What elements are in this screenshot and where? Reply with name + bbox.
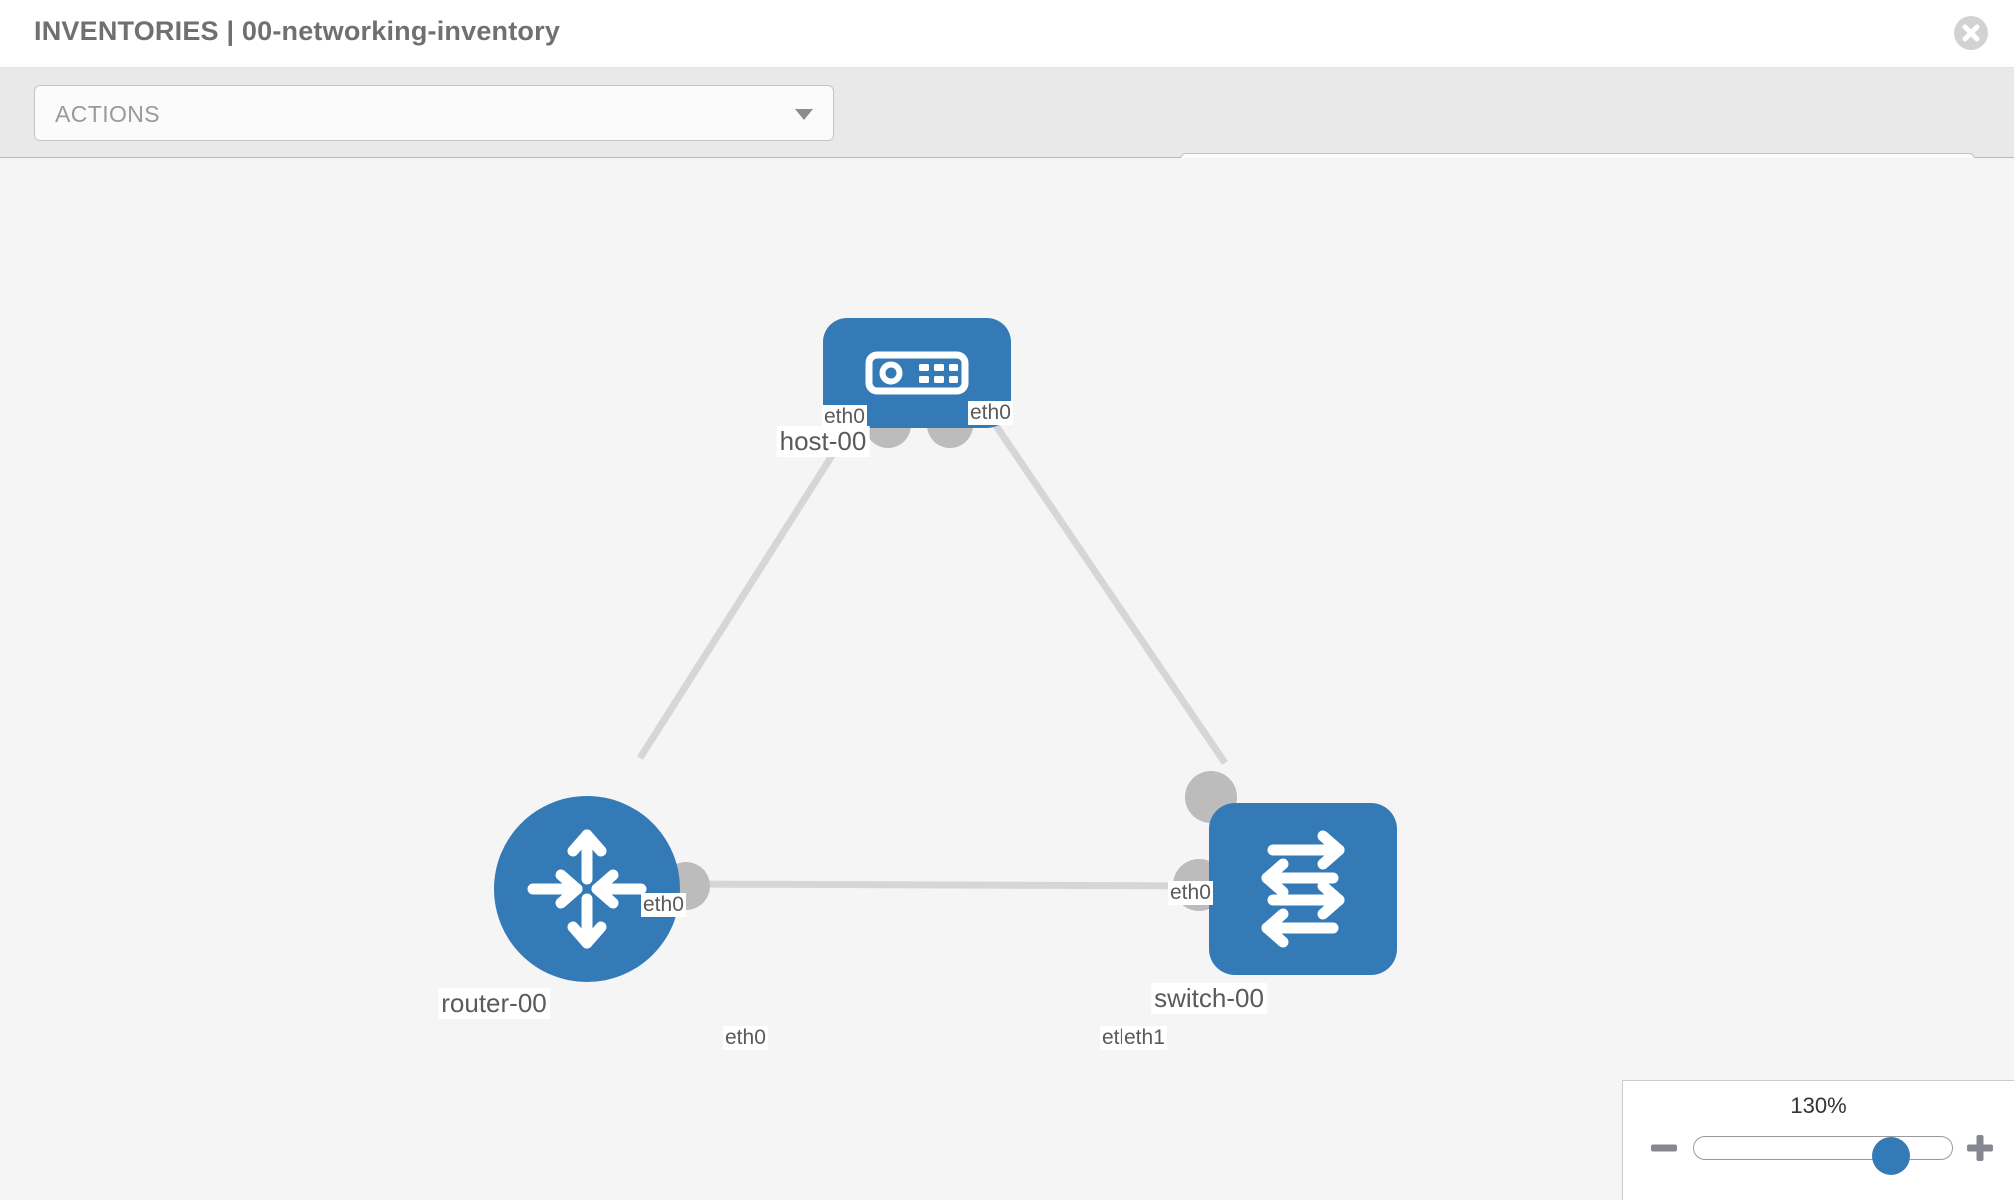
edge-label-router-up: eth0	[641, 893, 686, 917]
edge-label-router-right: eth0	[723, 1026, 768, 1050]
close-icon[interactable]	[1954, 16, 1988, 50]
topology-links	[637, 378, 1228, 890]
toolbar: ACTIONS SEARCH	[0, 68, 2014, 209]
edge-label-switch-up: eth0	[1168, 881, 1213, 905]
switch-icon	[1209, 803, 1397, 975]
actions-dropdown[interactable]: ACTIONS	[34, 85, 834, 141]
zoom-slider-handle[interactable]	[1872, 1137, 1910, 1175]
actions-dropdown-label: ACTIONS	[55, 101, 161, 127]
chevron-down-icon	[795, 109, 813, 120]
zoom-control-panel: 130%	[1622, 1080, 2014, 1200]
edge-label-host-left: eth0	[822, 405, 867, 429]
plus-icon[interactable]	[1963, 1131, 1997, 1165]
node-label-router-00: router-00	[438, 988, 550, 1019]
title-bar: INVENTORIES | 00-networking-inventory	[0, 0, 2014, 68]
zoom-percent-label: 130%	[1790, 1093, 1847, 1118]
node-label-host-00: host-00	[776, 426, 870, 457]
edge-label-switch-eth1: eth1	[1122, 1026, 1167, 1050]
topology-canvas[interactable]: host-00 route	[0, 158, 2014, 1200]
page-title: INVENTORIES | 00-networking-inventory	[34, 16, 561, 46]
minus-icon[interactable]	[1647, 1131, 1681, 1165]
router-icon	[494, 796, 680, 982]
node-label-switch-00: switch-00	[1151, 983, 1267, 1014]
zoom-slider-track[interactable]	[1693, 1136, 1953, 1175]
zoom-slider-row	[1623, 1129, 2014, 1175]
edge-label-host-right: eth0	[968, 401, 1013, 425]
